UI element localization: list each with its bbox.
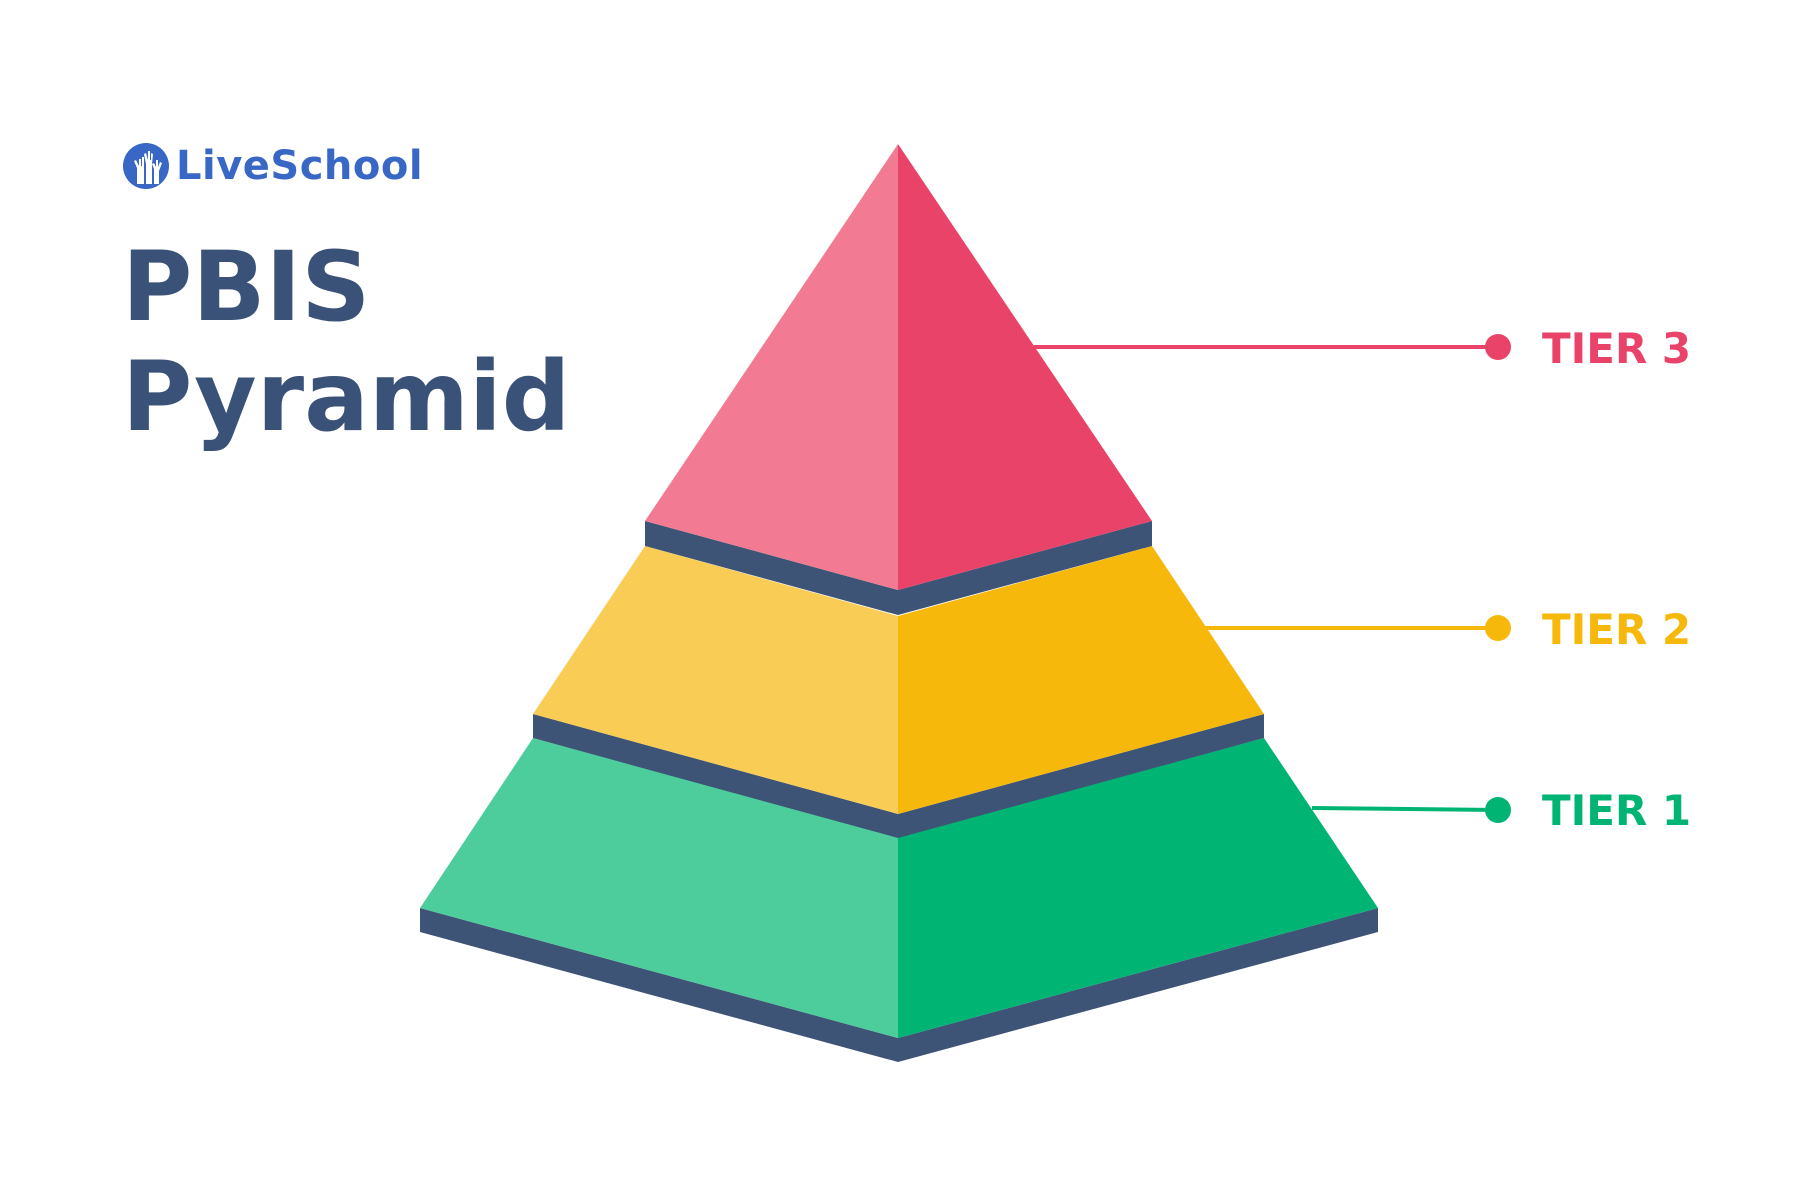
tier-1-marker xyxy=(1485,797,1511,823)
tier-2-segment xyxy=(533,546,1264,838)
tier-2-right-face xyxy=(898,546,1264,814)
tier-2-label: TIER 2 xyxy=(1542,605,1691,654)
tier-2-left-face xyxy=(533,546,898,814)
tier-3-marker xyxy=(1485,334,1511,360)
tier-3-callout: TIER 3 xyxy=(1034,324,1691,373)
tier-1-label: TIER 1 xyxy=(1542,786,1691,835)
page-title: PBIS Pyramid xyxy=(122,232,571,452)
title-line-2: Pyramid xyxy=(122,341,571,453)
tier-2-callout: TIER 2 xyxy=(1205,605,1691,654)
tier-1-segment xyxy=(420,738,1378,1062)
tier-3-left-face xyxy=(645,144,898,590)
brand-logo: LiveSchool xyxy=(122,142,423,190)
tier-1-connector-line xyxy=(1311,806,1499,812)
brand-name: LiveSchool xyxy=(176,143,424,189)
tier-1-right-face xyxy=(898,738,1378,1038)
title-line-1: PBIS xyxy=(122,231,371,343)
tier-3-label: TIER 3 xyxy=(1542,324,1691,373)
tier-1-left-face xyxy=(420,738,898,1038)
raised-hands-icon xyxy=(123,143,169,189)
tier-3-edge xyxy=(645,521,1152,615)
tier-1-callout: TIER 1 xyxy=(1311,786,1691,835)
tier-3-segment xyxy=(645,144,1152,615)
tier-2-marker xyxy=(1485,615,1511,641)
tier-2-edge xyxy=(533,714,1264,838)
tier-3-right-face xyxy=(898,144,1152,590)
